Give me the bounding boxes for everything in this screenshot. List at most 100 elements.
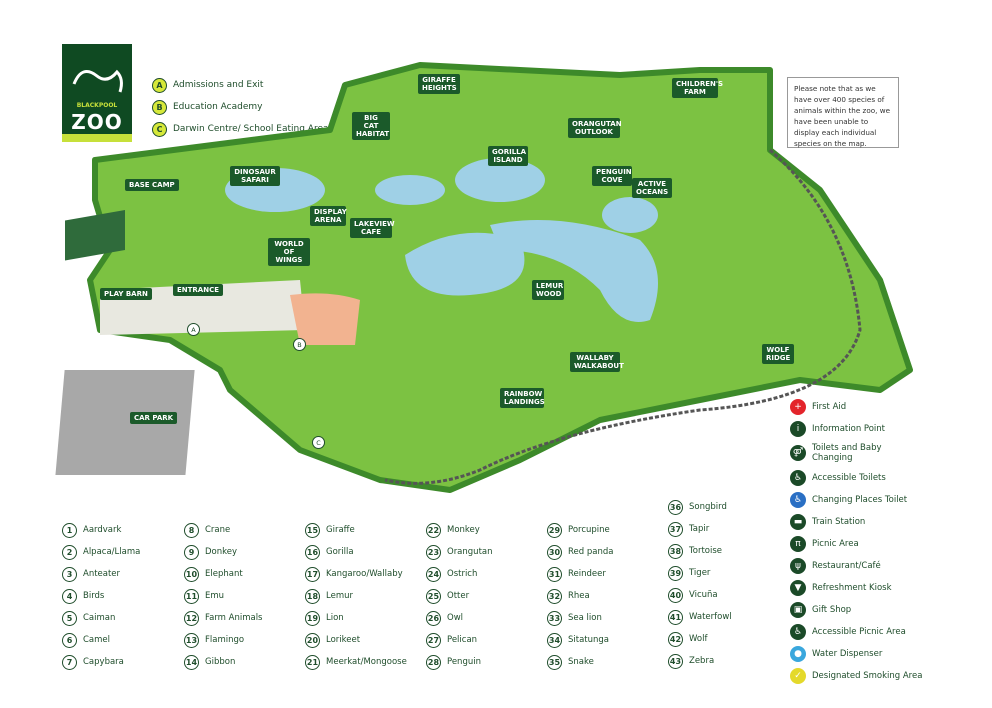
zoo-map[interactable] (0, 0, 992, 500)
animal-name: Monkey (447, 525, 480, 535)
label-gorilla-island[interactable]: GORILLA ISLAND (488, 146, 528, 166)
animal-number: 1 (62, 522, 77, 538)
zone-b-marker[interactable]: B (293, 338, 306, 351)
label-base-camp[interactable]: BASE CAMP (125, 179, 179, 191)
animal-number: 25 (426, 588, 441, 604)
label-lakeview-cafe[interactable]: LAKEVIEW CAFE (350, 218, 395, 238)
facility-label: Toilets and Baby Changing (812, 443, 882, 463)
label-orangutan-outlook[interactable]: ORANGUTAN OUTLOOK (568, 118, 622, 138)
facility-label: Accessible Toilets (812, 473, 886, 483)
label-lemur-wood[interactable]: LEMUR WOOD (532, 280, 564, 300)
information-icon: i (790, 421, 806, 437)
animal-name: Lorikeet (326, 635, 361, 645)
zone-item: A Admissions and Exit (152, 76, 329, 94)
animal-legend-item: 30 Red panda (547, 543, 613, 561)
facility-legend-item: +First Aid (790, 399, 846, 415)
animal-number: 24 (426, 566, 441, 582)
animal-name: Gorilla (326, 547, 354, 557)
animal-number: 14 (184, 654, 199, 670)
picnic-icon: π (790, 536, 806, 552)
animal-name: Sea lion (568, 613, 602, 623)
label-entrance[interactable]: ENTRANCE (173, 284, 223, 296)
animal-number: 31 (547, 566, 562, 582)
animal-name: Lemur (326, 591, 353, 601)
label-dinosaur-safari[interactable]: DINOSAUR SAFARI (230, 166, 280, 186)
animal-name: Kangaroo/Wallaby (326, 569, 403, 579)
label-car-park[interactable]: CAR PARK (130, 412, 178, 424)
animal-name: Red panda (568, 547, 614, 557)
animal-name: Meerkat/Mongoose (326, 657, 407, 667)
facility-label: Changing Places Toilet (812, 495, 908, 505)
animal-name: Zebra (689, 656, 715, 666)
label-active-oceans[interactable]: ACTIVE OCEANS (632, 178, 672, 198)
animal-name: Porcupine (568, 525, 610, 535)
label-display-arena[interactable]: DISPLAY ARENA (310, 206, 347, 226)
facility-legend-item: ▣Gift Shop (790, 602, 851, 618)
animal-name: Flamingo (205, 635, 245, 645)
zone-a-marker[interactable]: A (187, 323, 200, 336)
animal-name: Farm Animals (205, 613, 263, 623)
toilets-icon: ⚤ (790, 445, 806, 461)
facility-label: Water Dispenser (812, 649, 883, 659)
zone-label: Admissions and Exit (173, 80, 264, 90)
label-rainbow-landings[interactable]: RAINBOW LANDINGS (500, 388, 545, 408)
label-penguin-cove[interactable]: PENGUIN COVE (592, 166, 632, 186)
label-play-barn[interactable]: PLAY BARN (100, 288, 152, 300)
label-wallaby-walkabout[interactable]: WALLABY WALKABOUT (570, 352, 624, 372)
facility-legend-item: ●Water Dispenser (790, 646, 882, 662)
facility-label: First Aid (812, 402, 847, 412)
animal-number: 30 (547, 544, 562, 560)
animal-number: 4 (62, 588, 77, 604)
animal-name: Donkey (205, 547, 238, 557)
animal-name: Tiger (689, 568, 711, 578)
label-big-cat-habitat[interactable]: BIG CAT HABITAT (352, 112, 390, 140)
animal-number: 12 (184, 610, 199, 626)
label-wolf-ridge[interactable]: WOLF RIDGE (762, 344, 794, 364)
label-childrens-farm[interactable]: CHILDREN'S FARM (672, 78, 723, 98)
animal-legend-item: 27 Pelican (426, 631, 477, 649)
zone-marker: A (152, 77, 167, 93)
facility-label: Train Station (812, 517, 866, 527)
animal-number: 21 (305, 654, 320, 670)
animal-name: Rhea (568, 591, 590, 601)
animal-number: 27 (426, 632, 441, 648)
car-park[interactable] (55, 370, 195, 475)
animal-legend-item: 22 Monkey (426, 521, 480, 539)
species-note: Please note that as we have over 400 spe… (787, 77, 899, 148)
zone-label: Education Academy (173, 102, 263, 112)
camel-enclosure (290, 293, 360, 345)
label-world-of-wings[interactable]: WORLD OF WINGS (268, 238, 310, 266)
facility-label: Information Point (812, 424, 886, 434)
base-camp-building (65, 209, 125, 261)
animal-name: Elephant (205, 569, 243, 579)
animal-name: Pelican (447, 635, 478, 645)
animal-number: 26 (426, 610, 441, 626)
label-giraffe-heights[interactable]: GIRAFFE HEIGHTS (418, 74, 460, 94)
animal-name: Otter (447, 591, 470, 601)
animal-name: Alpaca/Llama (83, 547, 141, 557)
accessible-picnic-icon: ♿ (790, 624, 806, 640)
animal-legend-item: 12 Farm Animals (184, 609, 263, 627)
animal-number: 22 (426, 522, 441, 538)
animal-name: Penguin (447, 657, 481, 667)
animal-name: Tapir (689, 524, 710, 534)
zone-c-marker[interactable]: C (312, 436, 325, 449)
facility-label: Picnic Area (812, 539, 859, 549)
